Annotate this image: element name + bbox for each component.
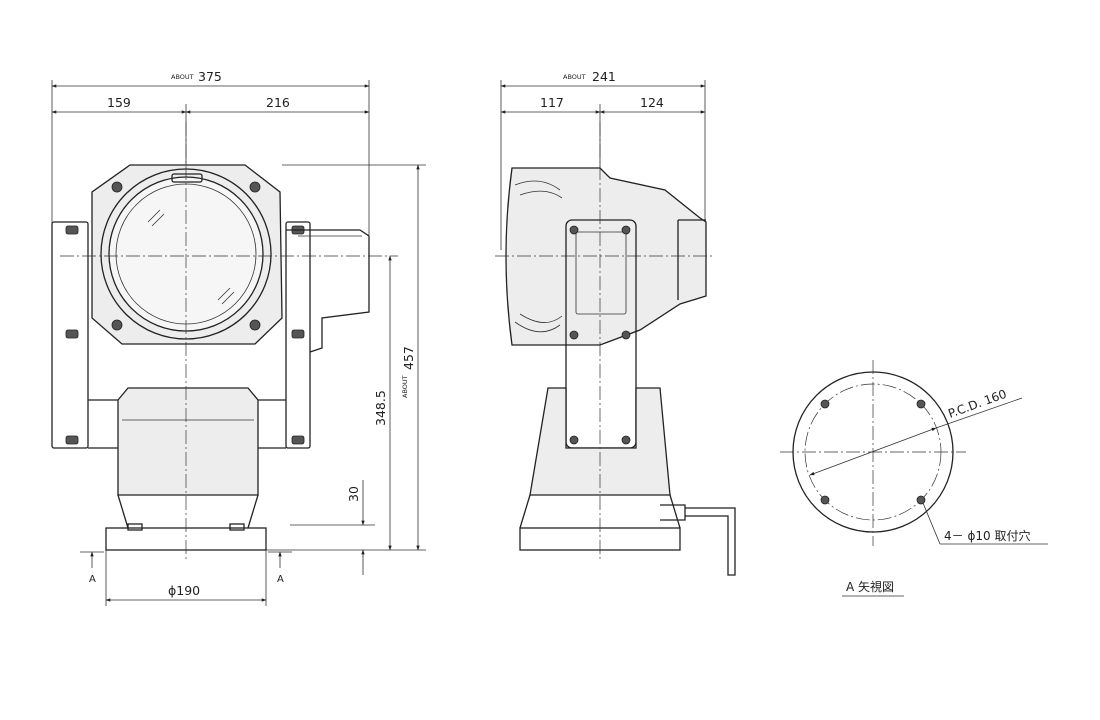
detail-view-title: A 矢視図 <box>846 579 894 594</box>
side-view: ABOUT 241 117 124 <box>495 69 736 576</box>
dimension-216: 216 <box>266 95 290 110</box>
dimension-457: 457 <box>401 346 416 370</box>
pedestal-side <box>529 387 671 496</box>
mounting-hole <box>916 399 926 409</box>
dimension-30: 30 <box>346 486 361 502</box>
svg-text:A: A <box>89 574 96 585</box>
lamp-body-side <box>505 167 707 346</box>
cable <box>685 507 736 576</box>
arm-bolts <box>65 225 305 445</box>
dimension-375: 375 <box>198 69 222 84</box>
detail-view-a: P.C.D. 160 4－ ϕ10 取付穴 A 矢視図 <box>780 360 1048 597</box>
hole-callout: 4－ ϕ10 取付穴 <box>944 528 1030 543</box>
dimension-124: 124 <box>640 95 664 110</box>
pcd-label: P.C.D. 160 <box>946 387 1008 421</box>
dimension-241: 241 <box>592 69 616 84</box>
mounting-hole <box>820 399 830 409</box>
dimension-phi190: ϕ190 <box>168 583 200 598</box>
mounting-hole <box>916 495 926 505</box>
about-label-457: ABOUT <box>401 375 409 398</box>
section-arrow-left: A <box>80 551 104 585</box>
about-label-375: ABOUT <box>171 73 194 81</box>
pedestal <box>117 387 259 496</box>
dimension-348-5: 348.5 <box>373 390 388 426</box>
dimension-159: 159 <box>107 95 131 110</box>
front-view: ABOUT 375 159 216 <box>51 69 426 606</box>
section-arrow-right: A <box>268 551 292 585</box>
svg-text:A: A <box>277 574 284 585</box>
mounting-hole <box>820 495 830 505</box>
dimension-117: 117 <box>540 95 564 110</box>
about-label-241: ABOUT <box>563 73 586 81</box>
